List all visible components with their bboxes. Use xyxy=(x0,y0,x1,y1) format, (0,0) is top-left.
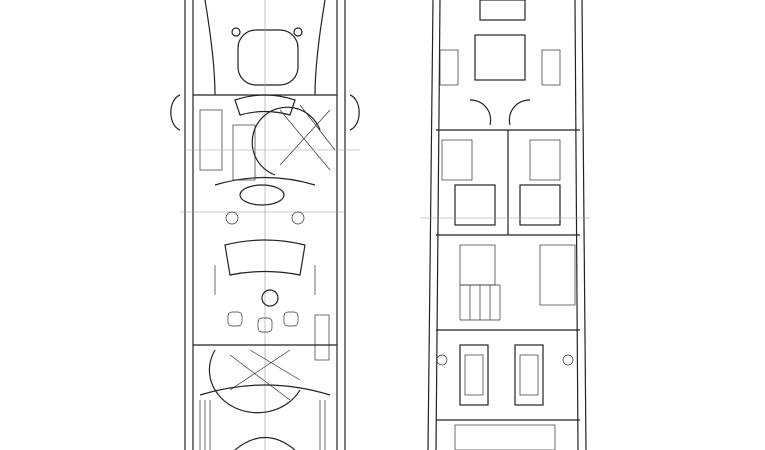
stairs xyxy=(469,99,531,126)
hull-inner-outline xyxy=(435,0,579,450)
chair xyxy=(291,211,305,225)
galley-counter xyxy=(199,109,223,171)
cabin-storage xyxy=(539,244,576,306)
hull-outline xyxy=(184,0,346,450)
forepeak xyxy=(479,0,526,21)
spiral-staircase xyxy=(251,106,321,176)
side-tables xyxy=(214,265,316,295)
aft-settee xyxy=(234,437,296,450)
side-doors xyxy=(170,94,360,131)
head xyxy=(529,139,561,181)
salon-sofa xyxy=(224,239,306,276)
floor-pattern xyxy=(279,104,336,171)
crew-cabin xyxy=(474,34,526,81)
coffee-table xyxy=(261,289,279,307)
tank xyxy=(436,354,448,366)
helm-console xyxy=(232,124,256,181)
engine-block xyxy=(464,354,484,396)
port-engine xyxy=(459,344,489,406)
right-deck-plan xyxy=(420,0,590,450)
head xyxy=(441,139,473,181)
lazarette xyxy=(454,424,556,450)
starboard-engine xyxy=(514,344,544,406)
crew-mess xyxy=(459,284,501,321)
winch xyxy=(293,27,303,37)
hull-inner-outline xyxy=(192,0,338,450)
armchair xyxy=(283,311,299,327)
bow-deck-lines xyxy=(204,0,326,96)
cabinet xyxy=(314,314,330,361)
foredeck-lounge xyxy=(237,29,299,86)
bunk xyxy=(439,49,459,86)
bunk xyxy=(541,49,561,86)
bulkhead-curve xyxy=(214,176,316,186)
dining-table xyxy=(239,184,285,206)
aft-deck-line xyxy=(199,384,331,396)
winch xyxy=(231,27,241,37)
armchair xyxy=(227,311,243,327)
chair xyxy=(225,211,239,225)
galley xyxy=(459,244,496,286)
engine-block xyxy=(519,354,539,396)
hull-outline xyxy=(427,0,587,450)
floor-pattern xyxy=(229,349,301,401)
tank xyxy=(562,354,574,366)
left-deck-plan xyxy=(170,0,360,450)
teak-deck xyxy=(199,400,326,450)
aft-stair xyxy=(208,349,301,414)
armchair xyxy=(257,317,273,333)
guest-berth xyxy=(519,184,561,226)
guest-berth xyxy=(454,184,496,226)
curved-sofa xyxy=(234,94,296,116)
